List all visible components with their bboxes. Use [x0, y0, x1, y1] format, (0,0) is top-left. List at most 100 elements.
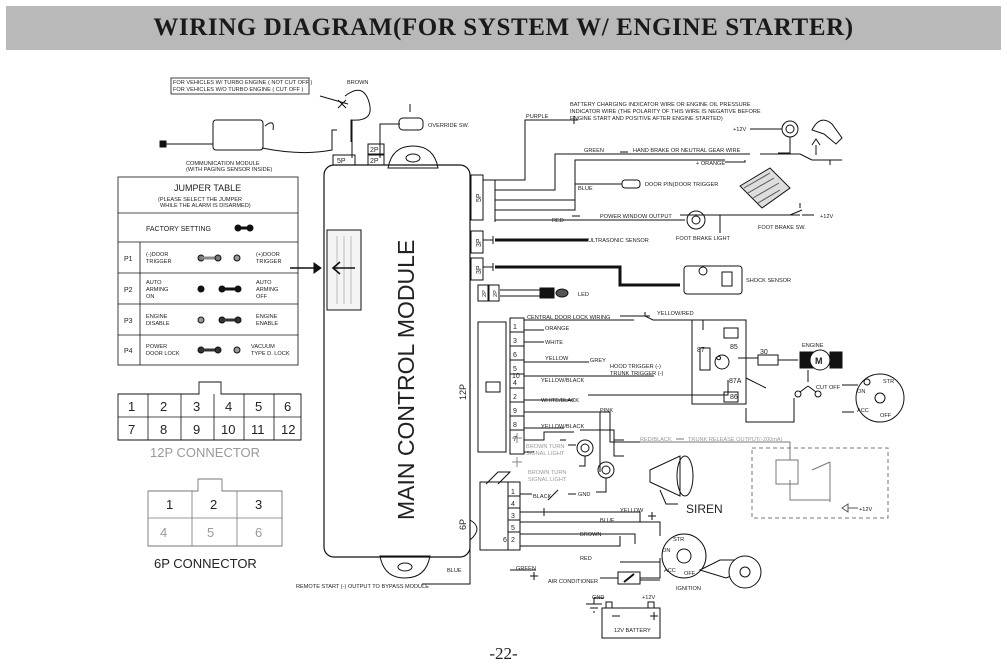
remote-start-label: REMOTE START (-) OUTPUT TO BYPASS MODULE — [296, 584, 429, 590]
mount-tab-bottom — [379, 555, 431, 579]
relay-87-terminal — [699, 347, 711, 371]
pink-label: PINK — [600, 408, 613, 414]
ign-on: ON — [857, 389, 865, 395]
comm-label-1: COMMUNICATION MODULE — [186, 161, 260, 167]
plus-sign-black — [540, 489, 559, 516]
battery-polarity — [612, 612, 658, 620]
connector-2p-top-b-label: 2P — [370, 158, 379, 165]
pin12-j: 7 — [513, 436, 517, 443]
shock-cable — [495, 265, 680, 287]
battery-terminals — [605, 601, 655, 608]
black-label: BLACK — [533, 494, 552, 500]
ignition-1-leads — [842, 384, 858, 413]
lamp-wires — [750, 128, 791, 154]
turn-light-1-inner — [580, 443, 590, 453]
door-pin-label: DOOR PIN(DOOR TRIGGER — [645, 182, 718, 188]
p1-right1: (+)DOOR — [256, 252, 280, 258]
white-black-label: WHITE/BLACK — [541, 398, 579, 404]
led-lens — [555, 288, 569, 298]
plus12v-d: +12V — [642, 595, 655, 601]
air-con-label: AIR CONDITIONER — [548, 579, 598, 585]
connector-6p-outline — [147, 478, 283, 547]
cut-mark — [337, 99, 347, 109]
connector-5p-right — [470, 174, 484, 221]
c12-pin-4: 4 — [225, 399, 232, 414]
shock-sensor-label: SHOCK SENSOR — [746, 278, 791, 284]
blue3-label: BLUE — [447, 568, 462, 574]
yellow-red-label: YELLOW/RED — [657, 311, 694, 317]
hand-brake-label: HAND BRAKE OR NEUTRAL GEAR WIRE — [633, 148, 741, 154]
pin12-f: 10 — [512, 373, 520, 380]
grey-label: GREY — [590, 358, 606, 364]
p1-right2: TRIGGER — [256, 259, 281, 265]
mount-tab-top — [387, 145, 439, 169]
siren-bell — [676, 455, 694, 497]
factory-setting-label: FACTORY SETTING — [146, 226, 211, 233]
c12-pin-2: 2 — [160, 399, 167, 414]
mount-hole-bottom — [397, 562, 413, 572]
pin-numbers-6p: 1 4 3 5 2 6 — [503, 489, 515, 544]
ignition-2-leads — [620, 561, 660, 581]
relay-85-terminal — [723, 327, 739, 339]
harness-6p — [479, 481, 521, 551]
relay-ign-wire — [745, 398, 795, 423]
plus12v-a: +12V — [733, 127, 746, 133]
harness-6p-wires — [520, 493, 661, 547]
p2-right3: OFF — [256, 294, 268, 300]
jumper-table — [117, 176, 299, 366]
green-label: GREEN — [584, 148, 604, 154]
white-label: WHITE — [545, 340, 563, 346]
p2-left3: ON — [146, 294, 154, 300]
p4-dot-3 — [233, 346, 241, 354]
turn-plus-signs — [512, 433, 522, 467]
siren-horn — [649, 455, 681, 497]
plus12v-c: +12V — [859, 507, 872, 513]
power-window-label: POWER WINDOW OUTPUT — [600, 214, 672, 220]
mount-hole-top — [405, 153, 421, 163]
connector-3p-a-label: 3P — [476, 238, 483, 247]
p2-right1: AUTO — [256, 280, 272, 286]
blue2-label: BLUE — [600, 518, 615, 524]
p4-right2: TYPE D. LOCK — [251, 351, 290, 357]
led-body — [539, 287, 555, 299]
connector-5p-right-label: 5P — [476, 193, 483, 202]
scissor-ring-2 — [814, 390, 822, 398]
harness-12p-right — [509, 317, 525, 455]
led-label: LED — [578, 292, 589, 298]
battery-indicator-2: INDICATOR WIRE (THE POLARITY OF THIS WIR… — [570, 109, 761, 115]
c12-pin-9: 9 — [193, 422, 200, 437]
harness-right-wires — [580, 380, 729, 457]
connector-3p-b — [470, 257, 484, 281]
plus-sign-yellow — [648, 512, 656, 520]
pin6-d: 5 — [511, 525, 515, 532]
trunk-12v-arrow — [841, 503, 858, 513]
comm-wire — [261, 129, 337, 154]
comm-label-2: (WITH PAGING SENSOR INSIDE) — [186, 167, 272, 173]
c12-pin-11: 11 — [251, 422, 265, 437]
p3-right1: ENGINE — [256, 314, 278, 320]
jumper-table-title: JUMPER TABLE — [174, 183, 241, 193]
ign2-acc: ACC — [664, 568, 676, 574]
wires-5p-right — [483, 119, 750, 222]
module-slot-lines — [336, 236, 352, 304]
c12-pin-1: 1 — [128, 399, 135, 414]
pin6-a: 1 — [511, 489, 515, 496]
p3-left1: ENGINE — [146, 314, 168, 320]
c12-pin-6: 6 — [284, 399, 291, 414]
connector-6p-top-row: 1 2 3 — [166, 497, 262, 512]
pin12-b: 3 — [513, 338, 517, 345]
orange-plus-label: + ORANGE — [696, 161, 725, 167]
connector-12p-bottom-row: 7 8 9 10 11 12 — [128, 422, 295, 437]
pin12-c: 6 — [513, 352, 517, 359]
relay-30-label: 30 — [760, 349, 768, 356]
battery-ground — [586, 597, 604, 613]
p3-right2: ENABLE — [256, 321, 278, 327]
trunk-relay-wires — [640, 441, 831, 502]
p1-left1: (-)DOOR — [146, 252, 168, 258]
red-black-label: RED/BLACK — [640, 437, 672, 443]
yellow-red-wire — [620, 312, 704, 330]
key-head — [728, 555, 762, 589]
connector-6p-side-label: 6P — [458, 519, 468, 530]
pin12-h: 9 — [513, 408, 517, 415]
ignition-2-center — [676, 548, 692, 564]
